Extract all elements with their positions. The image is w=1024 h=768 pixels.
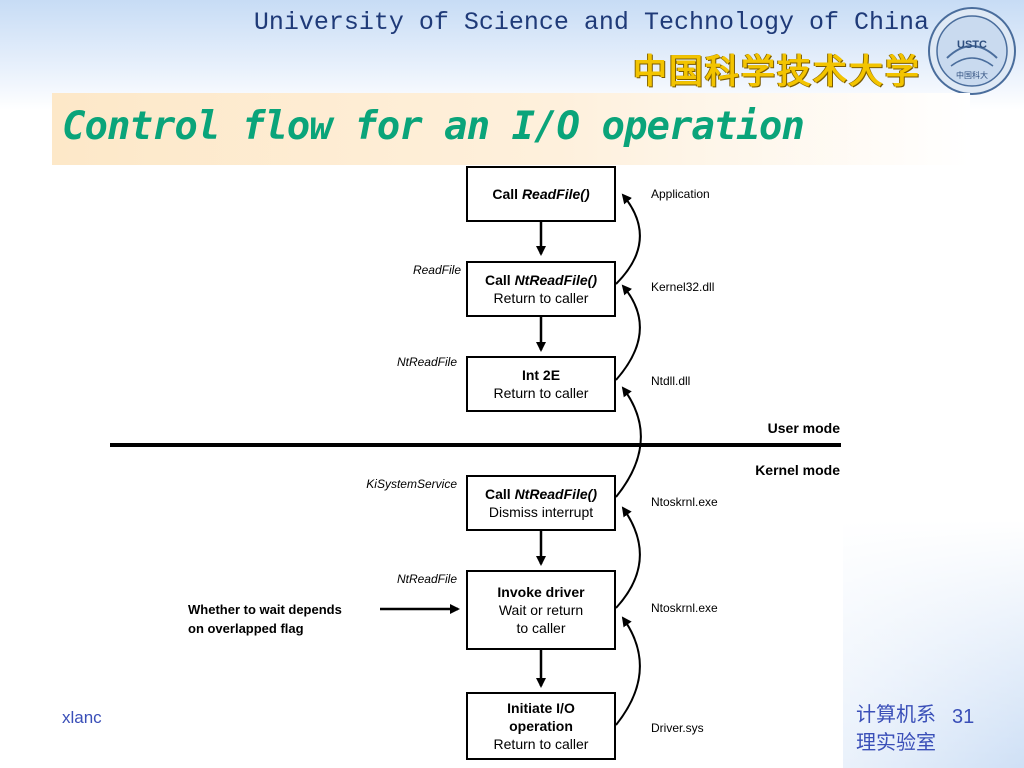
- return-arrow: [615, 193, 641, 285]
- box-line-emphasis: NtReadFile(): [514, 486, 598, 502]
- return-arrow: [615, 386, 642, 498]
- box-line: Initiate I/O: [507, 700, 575, 716]
- box-line: Return to caller: [493, 385, 589, 401]
- return-arrow: [615, 284, 641, 381]
- right-label-kernel32: Kernel32.dll: [651, 280, 715, 294]
- box-line: Call: [492, 186, 522, 202]
- university-name-chinese: 中国科学技术大学: [633, 52, 921, 92]
- box-line-emphasis: ReadFile(): [521, 186, 590, 202]
- logo-text-bottom: 中国科大: [956, 70, 988, 80]
- overlapped-flag-note: Whether to wait depends on overlapped fl…: [188, 600, 342, 638]
- kernel-mode-label: Kernel mode: [755, 462, 840, 478]
- user-mode-label: User mode: [767, 420, 840, 436]
- slide-title: Control flow for an I/O operation: [62, 104, 805, 149]
- footer-dept-line: 计算机系: [856, 702, 936, 726]
- return-arrow: [615, 616, 641, 726]
- left-label-ntreadfile: NtReadFile: [396, 355, 457, 369]
- footer-department: 计算机系 理实验室: [856, 700, 936, 756]
- box-line: Return to caller: [493, 290, 589, 306]
- footer-dept-line: 理实验室: [856, 730, 936, 754]
- right-label-application: Application: [651, 187, 710, 201]
- page-number: 31: [952, 706, 975, 728]
- box-line: operation: [509, 718, 573, 734]
- note-line: on overlapped flag: [188, 621, 304, 636]
- box-line: Wait or return: [498, 602, 584, 618]
- box-line: Int 2E: [521, 367, 561, 383]
- note-line: Whether to wait depends: [188, 602, 342, 617]
- box-line: Call: [484, 272, 515, 288]
- box-invoke-driver: Invoke driver Wait or return to caller: [466, 570, 616, 650]
- left-label-readfile: ReadFile: [412, 263, 461, 277]
- box-line: Return to caller: [493, 736, 589, 752]
- right-label-ntoskrnl-2: Ntoskrnl.exe: [651, 601, 718, 615]
- box-line: to caller: [516, 620, 566, 636]
- title-band: [52, 93, 970, 165]
- logo-text-top: USTC: [957, 39, 987, 51]
- left-label-kisystemservice: KiSystemService: [366, 477, 457, 491]
- box-line: Call: [484, 486, 515, 502]
- box-call-ntreadfile-user: Call NtReadFile() Return to caller: [466, 261, 616, 317]
- right-label-ntoskrnl-1: Ntoskrnl.exe: [651, 495, 718, 509]
- footer-left-text: xlanc: [62, 708, 102, 727]
- box-line: Invoke driver: [497, 584, 585, 600]
- right-label-ntdll: Ntdll.dll: [651, 374, 691, 388]
- box-call-ntreadfile-kernel: Call NtReadFile() Dismiss interrupt: [466, 475, 616, 531]
- box-line-emphasis: NtReadFile(): [514, 272, 598, 288]
- box-call-readfile: Call ReadFile(): [466, 166, 616, 222]
- box-int-2e: Int 2E Return to caller: [466, 356, 616, 412]
- return-arrow: [615, 506, 641, 609]
- box-initiate-io: Initiate I/O operation Return to caller: [466, 692, 616, 760]
- left-label-ntreadfile-kernel: NtReadFile: [396, 572, 457, 586]
- box-line: Dismiss interrupt: [488, 504, 594, 520]
- ustc-logo-icon: USTC 中国科大: [928, 7, 1016, 95]
- university-name-english: University of Science and Technology of …: [253, 8, 929, 37]
- right-label-driver: Driver.sys: [651, 721, 704, 735]
